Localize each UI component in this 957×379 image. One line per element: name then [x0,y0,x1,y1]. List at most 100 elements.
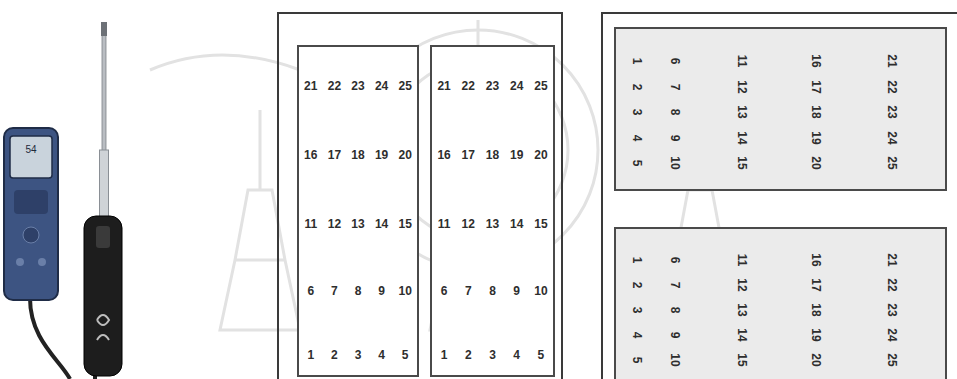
meter-button [38,258,46,266]
point-number: 22 [886,278,898,291]
point-number: 9 [513,285,520,297]
point-number: 19 [375,149,388,161]
point-number: 2 [631,282,643,289]
point-number: 15 [736,157,748,170]
point-number: 20 [810,157,822,170]
point-number: 13 [736,303,748,316]
probe-switch [96,226,110,248]
point-number: 18 [351,149,364,161]
point-number: 24 [510,80,523,92]
point-number: 24 [886,131,898,144]
point-number: 2 [631,83,643,90]
point-number: 14 [510,218,523,230]
point-number: 7 [669,282,681,289]
point-number: 3 [631,109,643,116]
point-number: 15 [534,218,547,230]
meter-keypad [14,190,48,214]
point-number: 21 [886,254,898,267]
point-number: 22 [886,80,898,93]
point-number: 19 [510,149,523,161]
point-number: 1 [441,349,448,361]
point-number: 9 [669,332,681,339]
point-number: 14 [736,328,748,341]
point-number: 23 [886,106,898,119]
point-number: 17 [810,80,822,93]
point-number: 25 [399,80,412,92]
measurement-grid: 1234567891011121314151617181920212223242… [614,27,947,191]
point-number: 5 [402,349,409,361]
point-number: 1 [307,349,314,361]
point-number: 1 [631,58,643,65]
point-number: 25 [534,80,547,92]
point-number: 11 [736,254,748,267]
meter-button [16,258,24,266]
point-number: 15 [399,218,412,230]
point-number: 19 [810,328,822,341]
point-number: 20 [534,149,547,161]
point-number: 24 [886,328,898,341]
point-number: 18 [810,106,822,119]
point-number: 20 [810,353,822,366]
point-number: 17 [810,278,822,291]
probe-handle [84,216,122,376]
point-number: 16 [437,149,450,161]
point-number: 10 [399,285,412,297]
point-number: 9 [378,285,385,297]
measurement-grid: 1234567891011121314151617181920212223242… [614,227,947,379]
point-number: 22 [462,80,475,92]
point-number: 7 [669,83,681,90]
point-number: 4 [513,349,520,361]
point-number: 17 [328,149,341,161]
point-number: 14 [736,131,748,144]
point-number: 21 [304,80,317,92]
point-number: 12 [736,80,748,93]
meter-body [4,128,58,300]
probe-logo [97,315,109,340]
point-number: 8 [489,285,496,297]
point-number: 20 [399,149,412,161]
probe-sleeve [100,150,109,220]
point-number: 25 [886,353,898,366]
point-number: 3 [631,307,643,314]
point-number: 10 [534,285,547,297]
meter-cable [30,298,70,379]
measurement-grid: 2122232425161718192011121314156789101234… [297,45,419,377]
meter-screen [10,136,52,178]
point-number: 25 [886,157,898,170]
point-number: 6 [669,58,681,65]
point-number: 14 [375,218,388,230]
point-number: 12 [328,218,341,230]
point-number: 9 [669,134,681,141]
point-number: 16 [810,54,822,67]
point-number: 12 [462,218,475,230]
point-number: 11 [736,55,748,68]
point-number: 21 [437,80,450,92]
point-number: 4 [378,349,385,361]
point-number: 19 [810,131,822,144]
point-number: 10 [669,353,681,366]
point-number: 12 [736,278,748,291]
point-number: 5 [631,160,643,167]
point-number: 5 [538,349,545,361]
point-number: 4 [631,332,643,339]
point-number: 15 [736,353,748,366]
point-number: 13 [351,218,364,230]
point-number: 8 [669,109,681,116]
point-number: 6 [307,285,314,297]
point-number: 4 [631,134,643,141]
point-number: 3 [489,349,496,361]
point-number: 16 [304,149,317,161]
probe-tip [101,22,107,36]
point-number: 2 [331,349,338,361]
point-number: 2 [465,349,472,361]
point-number: 16 [810,254,822,267]
point-number: 18 [486,149,499,161]
point-number: 5 [631,357,643,364]
point-number: 6 [441,285,448,297]
point-number: 1 [631,257,643,264]
point-number: 17 [462,149,475,161]
point-number: 10 [669,157,681,170]
point-number: 8 [355,285,362,297]
point-number: 8 [669,307,681,314]
